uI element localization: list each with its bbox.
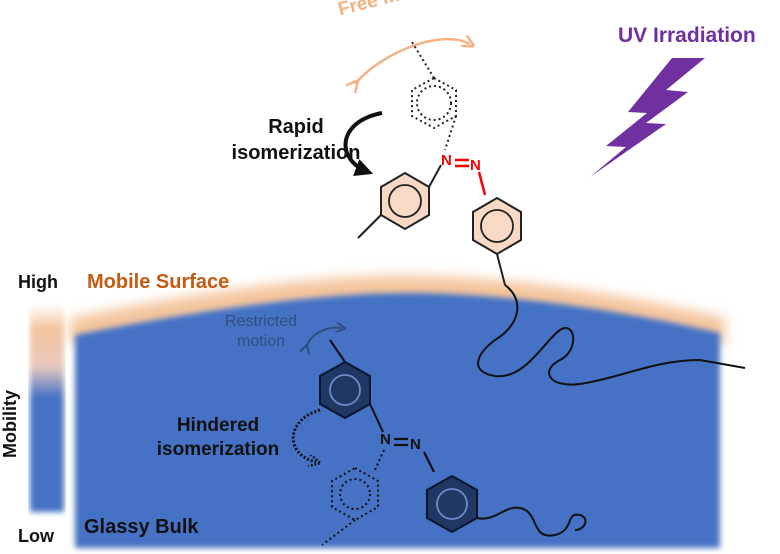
surface-azo-bond <box>455 158 487 196</box>
low-label: Low <box>18 526 54 546</box>
azo-n-bottom-2: N <box>410 436 421 453</box>
bulk-ring-right <box>426 474 478 534</box>
surface-ring-right <box>472 196 522 286</box>
rapid-isomerization-arrow <box>343 111 383 176</box>
mobility-axis-label: Mobility <box>0 390 20 458</box>
free-motion-arrow <box>355 39 470 84</box>
rapid-label-line1: Rapid <box>268 116 324 138</box>
bulk-azobenzene <box>319 339 587 546</box>
lightning-bolt-icon <box>590 58 705 177</box>
azo-n-bottom-1: N <box>380 431 391 448</box>
glassy-bulk-region <box>75 292 720 548</box>
azo-n-top-2: N <box>470 157 481 174</box>
restricted-label-line1: Restricted <box>224 313 298 330</box>
restricted-motion-arrow <box>306 328 342 348</box>
bulk-azo-bond <box>394 437 435 473</box>
rapid-isomerization-label: Rapid isomerization <box>226 114 366 166</box>
restricted-label-line2: motion <box>236 333 286 350</box>
bulk-ring-left <box>319 339 384 433</box>
surface-polymer-chain <box>477 284 746 386</box>
ghost-ring-top <box>411 41 457 151</box>
azo-n-top-1: N <box>441 152 452 169</box>
surface-azobenzene <box>357 41 746 386</box>
mobile-surface-label: Mobile Surface <box>87 271 230 293</box>
uv-irradiation-label: UV Irradiation <box>618 24 756 47</box>
hindered-isomerization-label: Hindered isomerization <box>148 414 288 462</box>
glassy-bulk-label: Glassy Bulk <box>84 516 199 538</box>
rapid-label-line2: isomerization <box>231 142 361 164</box>
hindered-label-line1: Hindered <box>176 415 260 436</box>
surface-ring-left <box>357 164 442 239</box>
ghost-ring-bottom <box>321 449 385 546</box>
bulk-polymer-chain <box>476 506 587 537</box>
mobility-gradient-bar <box>30 304 64 512</box>
hindered-isomerization-arrow <box>291 408 320 462</box>
mobile-surface-layer <box>70 275 725 345</box>
restricted-motion-label: Restricted motion <box>206 312 316 352</box>
high-label: High <box>18 272 58 292</box>
hindered-label-line2: isomerization <box>156 439 280 460</box>
